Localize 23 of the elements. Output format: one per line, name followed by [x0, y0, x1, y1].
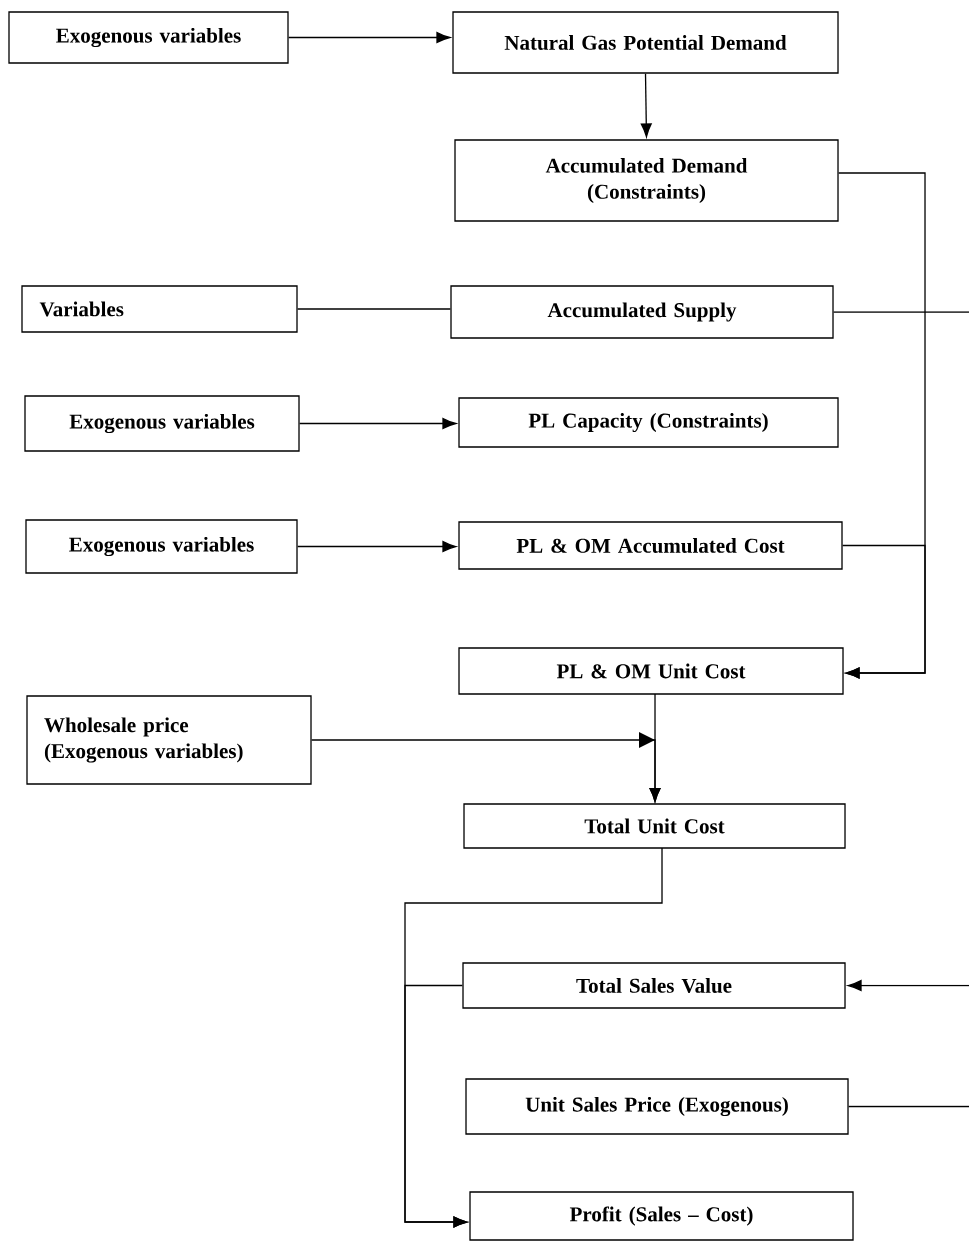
process-box: Exogenous variables	[24, 395, 300, 452]
arrow	[640, 73, 652, 138]
arrow	[297, 541, 457, 553]
process-box: Accumulated Supply	[450, 285, 834, 339]
arrow	[842, 544, 926, 679]
process-box: Profit (Sales – Cost)	[469, 1191, 854, 1241]
process-box: Unit Sales Price (Exogenous)	[465, 1078, 849, 1135]
process-box: PL Capacity (Constraints)	[458, 397, 839, 448]
arrow	[404, 984, 468, 1228]
process-box: Natural Gas Potential Demand	[452, 11, 839, 74]
arrow	[847, 980, 969, 992]
process-box: Accumulated Demand (Constraints)	[454, 139, 839, 222]
arrow	[299, 418, 457, 429]
arrow	[649, 693, 661, 802]
process-box: Total Unit Cost	[463, 803, 846, 849]
process-box: Exogenous variables	[8, 11, 289, 64]
process-box: Total Sales Value	[462, 962, 846, 1009]
process-box: Variables	[21, 285, 298, 333]
process-box: Exogenous variables	[25, 519, 298, 574]
arrow	[288, 32, 451, 43]
process-box: PL & OM Accumulated Cost	[458, 521, 843, 570]
process-box: Wholesale price (Exogenous variables)	[26, 695, 312, 785]
process-box: PL & OM Unit Cost	[458, 647, 844, 695]
